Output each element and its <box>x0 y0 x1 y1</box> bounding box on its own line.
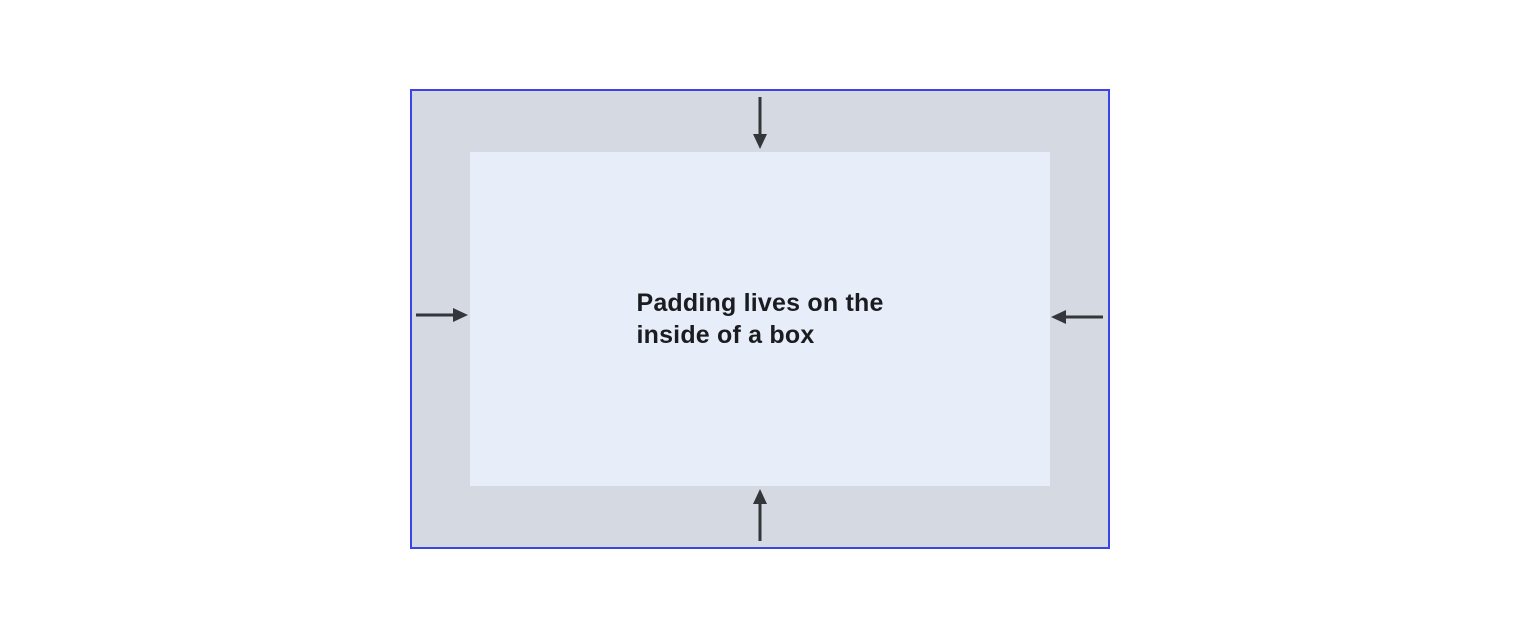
content-box: Padding lives on the inside of a box <box>470 152 1050 486</box>
padding-arrow-right-icon <box>1051 308 1103 326</box>
padding-caption: Padding lives on the inside of a box <box>636 287 883 351</box>
padding-arrow-bottom-icon <box>751 489 769 541</box>
padding-arrow-top-icon <box>751 97 769 149</box>
padding-caption-line2: inside of a box <box>636 321 815 349</box>
padding-arrow-left-icon <box>416 306 468 324</box>
padding-caption-line1: Padding lives on the <box>636 289 884 317</box>
outer-box-with-padding: Padding lives on the inside of a box <box>410 89 1110 549</box>
